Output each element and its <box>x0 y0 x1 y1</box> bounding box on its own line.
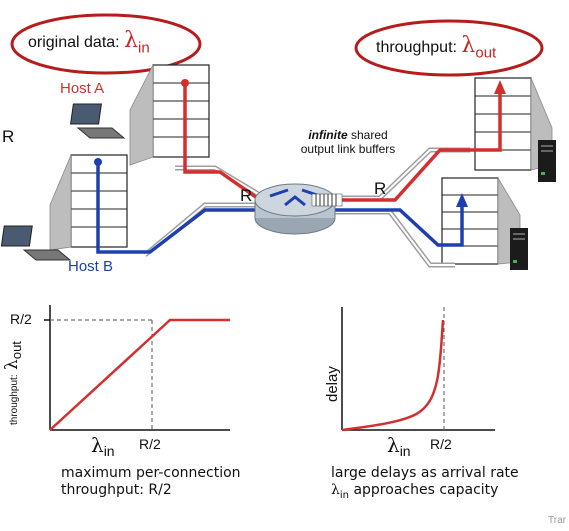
right-caption-rest: approaches capacity <box>349 482 499 498</box>
throughput-series-line <box>49 318 230 431</box>
left-caption: maximum per-connection throughput: R/2 <box>61 465 241 499</box>
lambda-in-subscript: in <box>138 39 150 57</box>
server-icon <box>510 228 528 270</box>
receiver-buffer-bottom <box>441 176 521 265</box>
x-axis-sub: in <box>103 443 115 460</box>
delay-axis-label: delay <box>324 366 341 402</box>
laptop-icon <box>0 225 72 261</box>
original-data-bubble <box>10 13 202 75</box>
delay-x-lambda: λ <box>387 433 400 457</box>
lambda-out-symbol: λ <box>461 33 476 58</box>
throughput-label: throughput: λout <box>376 33 496 61</box>
right-caption: large delays as arrival rate λin approac… <box>331 465 519 504</box>
y-axis-label: throughput: λout <box>2 341 24 425</box>
xtick-r2: R/2 <box>139 436 161 452</box>
y-axis-label-text: throughput: <box>9 374 20 425</box>
link-rate-right: R <box>374 179 387 198</box>
stray-r-label: R <box>2 127 15 146</box>
server-icon <box>538 140 556 182</box>
original-data-label: original data: λin <box>28 28 150 56</box>
watermark-text: Trar <box>548 515 566 526</box>
buffers-note-infinite: infinite <box>308 128 348 142</box>
throughput-bubble <box>354 19 544 77</box>
delay-x-axis-label: λin <box>387 433 411 459</box>
delay-chart <box>341 307 495 432</box>
host-a-buffer <box>129 64 210 166</box>
host-a-label: Host A <box>60 80 105 97</box>
delay-xtick-r2: R/2 <box>430 436 452 452</box>
right-caption-sub: in <box>339 489 349 501</box>
x-axis-label: λin <box>91 433 115 459</box>
right-caption-line1: large delays as arrival rate <box>331 465 519 481</box>
throughput-text: throughput: <box>376 39 462 56</box>
buffers-note-shared: shared <box>347 128 388 142</box>
lambda-in-symbol: λ <box>124 28 139 53</box>
buffers-note: infinite shared output link buffers <box>283 128 413 156</box>
network-diagram <box>0 13 556 270</box>
y-axis-sub: out <box>9 341 25 360</box>
lambda-out-subscript: out <box>475 44 497 62</box>
router-icon <box>254 183 336 235</box>
x-axis-lambda: λ <box>91 433 104 457</box>
right-caption-lambda: λ <box>331 482 340 498</box>
host-b-buffer <box>49 154 128 251</box>
link-rate-left: R <box>240 186 253 205</box>
left-caption-line1: maximum per-connection <box>61 465 241 481</box>
throughput-chart <box>44 305 230 431</box>
delay-x-sub: in <box>399 443 411 460</box>
delay-series-line <box>341 319 445 432</box>
left-caption-line2: throughput: R/2 <box>61 482 172 498</box>
buffers-note-output: output link buffers <box>300 142 396 156</box>
output-buffer-icon <box>311 193 343 207</box>
laptop-icon <box>70 103 126 139</box>
host-b-label: Host B <box>68 258 114 275</box>
y-axis-lambda: λ <box>2 359 22 370</box>
ytick-r2: R/2 <box>10 311 32 327</box>
original-data-text: original data: <box>28 34 125 51</box>
